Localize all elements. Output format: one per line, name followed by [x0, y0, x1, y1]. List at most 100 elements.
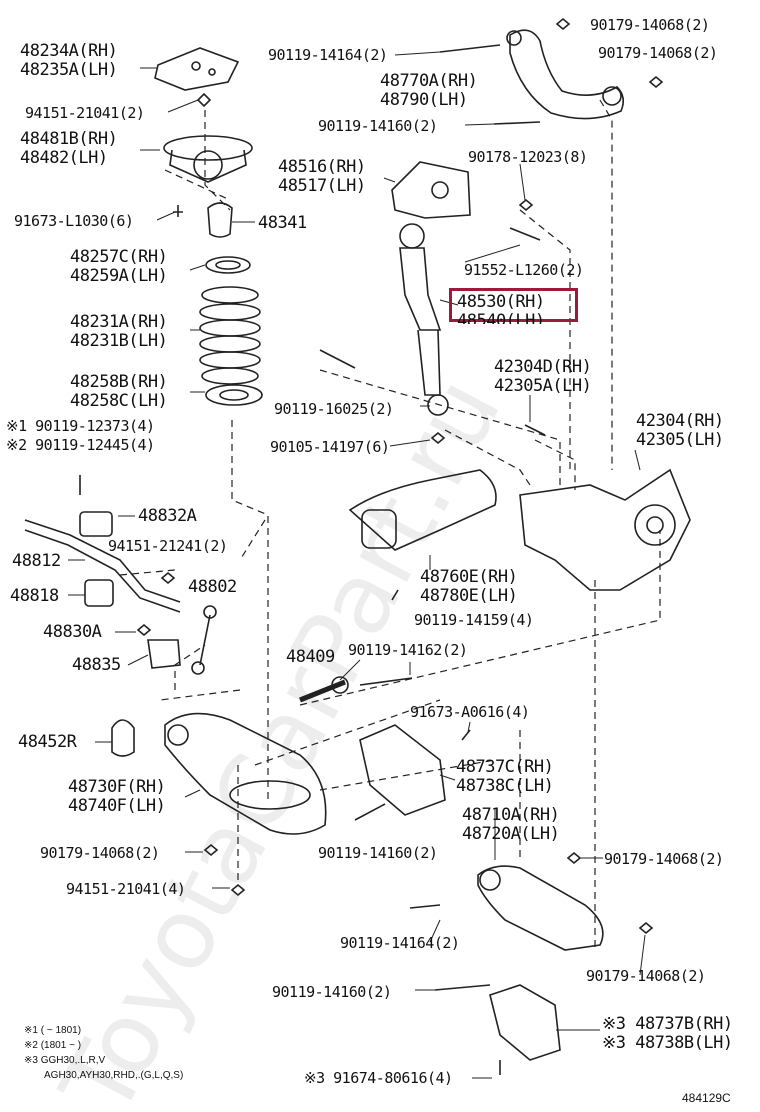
coil-spring — [199, 286, 261, 385]
arm-cover — [359, 724, 446, 816]
bolt-91673-a0616 — [461, 729, 471, 741]
label-48738b[interactable]: ※3 48738B(LH) — [602, 1033, 733, 1053]
footnote-1: ※1 ( ~ 1801) — [24, 1025, 82, 1036]
label-48258c[interactable]: 48258C(LH) — [70, 391, 168, 411]
label-48341[interactable]: 48341 — [258, 213, 307, 233]
label-42304d[interactable]: 42304D(RH) — [494, 357, 592, 377]
label-48738c[interactable]: 48738C(LH) — [456, 776, 554, 796]
label-90179-14068-top2[interactable]: 90179-14068(2) — [598, 44, 718, 62]
upper-mount-bracket — [154, 47, 240, 91]
label-48812[interactable]: 48812 — [12, 551, 61, 571]
stabilizer-bushing-2 — [84, 579, 114, 607]
lower-insulator — [205, 384, 263, 406]
label-48409[interactable]: 48409 — [286, 647, 335, 667]
label-90178-12023[interactable]: 90178-12023(8) — [468, 148, 588, 166]
footnote-4: AGH30,AYH30,RHD,.(G,L,Q,S) — [44, 1070, 184, 1081]
label-48730f[interactable]: 48730F(RH) — [68, 777, 166, 797]
stabilizer-bushing — [79, 511, 113, 537]
label-90119-12445[interactable]: ※2 90119-12445(4) — [6, 436, 155, 454]
bolt-90119-14164 — [439, 44, 501, 53]
label-48780e[interactable]: 48780E(LH) — [420, 586, 518, 606]
nut-94151-21041-b — [230, 883, 246, 897]
lower-arm — [164, 712, 327, 835]
label-94151-21041-a[interactable]: 94151-21041(2) — [25, 104, 145, 122]
label-42305[interactable]: 42305(LH) — [636, 430, 724, 450]
label-48235a[interactable]: 48235A(LH) — [20, 60, 118, 80]
lower-control-arm — [477, 865, 604, 951]
label-48259a[interactable]: 48259A(LH) — [70, 266, 168, 286]
label-48540[interactable]: 48540(LH) — [457, 312, 545, 324]
label-90119-12373[interactable]: ※1 90119-12373(4) — [6, 417, 155, 435]
reference-lines — [119, 99, 661, 950]
trailing-arm — [348, 469, 497, 551]
bump-stopper — [207, 202, 233, 238]
label-90119-14164-bot[interactable]: 90119-14164(2) — [340, 934, 460, 952]
label-90119-14160-top[interactable]: 90119-14160(2) — [318, 117, 438, 135]
label-90119-14160-bot[interactable]: 90119-14160(2) — [272, 983, 392, 1001]
label-48760e[interactable]: 48760E(RH) — [420, 567, 518, 587]
label-90119-14162[interactable]: 90119-14162(2) — [348, 641, 468, 659]
bolt-90119-14160-mid — [354, 803, 386, 821]
label-48231b[interactable]: 48231B(LH) — [70, 331, 168, 351]
label-48740f[interactable]: 48740F(LH) — [68, 796, 166, 816]
label-48710a[interactable]: 48710A(RH) — [462, 805, 560, 825]
bolt-90119-14162 — [359, 677, 413, 686]
label-42304[interactable]: 42304(RH) — [636, 411, 724, 431]
label-48790[interactable]: 48790(LH) — [380, 90, 468, 110]
label-48257c[interactable]: 48257C(RH) — [70, 247, 168, 267]
label-48832a[interactable]: 48832A — [138, 506, 197, 526]
label-90179-14068-r2[interactable]: 90179-14068(2) — [586, 967, 706, 985]
stabilizer-link — [199, 614, 211, 666]
label-90105-14197[interactable]: 90105-14197(6) — [270, 438, 390, 456]
label-48258b[interactable]: 48258B(RH) — [70, 372, 168, 392]
label-48737c[interactable]: 48737C(RH) — [456, 757, 554, 777]
label-48720a[interactable]: 48720A(LH) — [462, 824, 560, 844]
nut-94151-21241 — [160, 571, 176, 585]
label-48482[interactable]: 48482(LH) — [20, 148, 108, 168]
label-48481b[interactable]: 48481B(RH) — [20, 129, 118, 149]
label-48770a[interactable]: 48770A(RH) — [380, 71, 478, 91]
nut-90179-r2 — [638, 921, 654, 935]
link-bracket — [147, 639, 181, 669]
bolt-90119-16025 — [319, 349, 356, 369]
label-48830a[interactable]: 48830A — [43, 622, 102, 642]
nut-48830a — [136, 623, 152, 637]
label-48234a[interactable]: 48234A(RH) — [20, 41, 118, 61]
label-48530[interactable]: 48530(RH) — [457, 292, 545, 312]
label-90119-14159[interactable]: 90119-14159(4) — [414, 611, 534, 629]
label-94151-21241[interactable]: 94151-21241(2) — [108, 537, 228, 555]
bolt-90119-14159 — [391, 589, 399, 601]
label-48517[interactable]: 48517(LH) — [278, 176, 366, 196]
label-90119-14164-top[interactable]: 90119-14164(2) — [268, 46, 388, 64]
upper-insulator — [205, 256, 251, 274]
bolt-91673 — [173, 205, 183, 217]
bolt-90119-14164-bot — [409, 904, 441, 909]
stabilizer-bar — [24, 519, 181, 613]
lower-cover — [489, 984, 561, 1061]
label-48231a[interactable]: 48231A(RH) — [70, 312, 168, 332]
label-48802[interactable]: 48802 — [188, 577, 237, 597]
shock-upper-bracket — [391, 161, 471, 219]
label-48835[interactable]: 48835 — [72, 655, 121, 675]
label-90179-14068-r1[interactable]: 90179-14068(2) — [604, 850, 724, 868]
label-91674-80616[interactable]: ※3 91674-80616(4) — [304, 1069, 453, 1087]
label-48452r[interactable]: 48452R — [18, 732, 77, 752]
label-90119-14160-mid[interactable]: 90119-14160(2) — [318, 844, 438, 862]
label-90179-14068-top1[interactable]: 90179-14068(2) — [590, 16, 710, 34]
figure-code: 484129C — [682, 1091, 731, 1105]
steering-knuckle — [519, 468, 691, 591]
label-94151-21041-b[interactable]: 94151-21041(4) — [66, 880, 186, 898]
nut-90179-top-2 — [648, 75, 664, 89]
label-91552-l1260[interactable]: 91552-L1260(2) — [464, 261, 584, 279]
label-42305a[interactable]: 42305A(LH) — [494, 376, 592, 396]
label-90179-14068-left[interactable]: 90179-14068(2) — [40, 844, 160, 862]
leader-lines — [68, 51, 646, 1079]
label-91673-l1030[interactable]: 91673-L1030(6) — [14, 212, 134, 230]
label-48737b[interactable]: ※3 48737B(RH) — [602, 1014, 733, 1034]
label-90119-16025[interactable]: 90119-16025(2) — [274, 400, 394, 418]
label-91673-a0616[interactable]: 91673-A0616(4) — [410, 703, 530, 721]
label-48818[interactable]: 48818 — [10, 586, 59, 606]
label-48516[interactable]: 48516(RH) — [278, 157, 366, 177]
upper-link-arm — [506, 29, 625, 120]
